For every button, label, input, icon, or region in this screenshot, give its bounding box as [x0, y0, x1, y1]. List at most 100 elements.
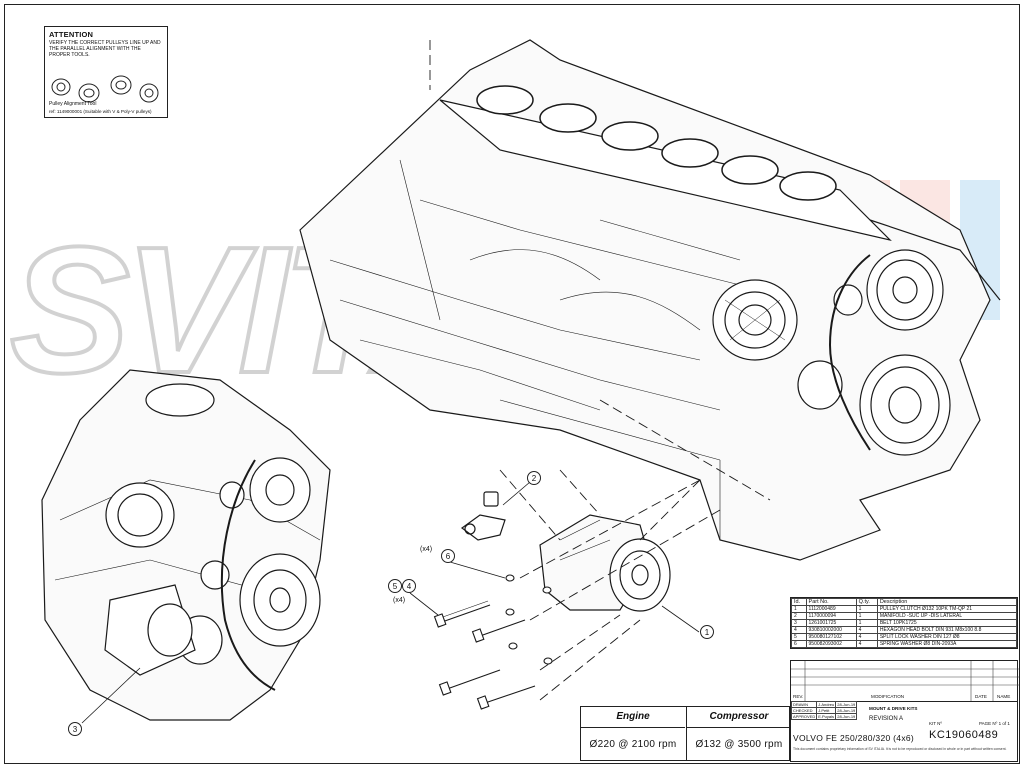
- washer: [543, 657, 553, 665]
- parts-header-id: Id.: [791, 598, 807, 606]
- part-qty: 1: [855, 605, 878, 613]
- revision-grid: [791, 661, 1019, 702]
- confidentiality-note: This document contains proprietary infor…: [793, 747, 1007, 751]
- part-description: BELT 10PK1725: [876, 619, 1018, 627]
- block-detail-lines: [329, 159, 761, 540]
- part-description: SPRING WASHER Ø8 DIN-2093A: [876, 640, 1018, 648]
- main-alternator: [712, 279, 798, 361]
- callout-3: 3: [68, 722, 82, 736]
- parts-header-row: Id. Part No. Q.ty. Description: [791, 598, 1018, 606]
- callout-1: 1: [700, 625, 714, 639]
- engine-value: Ø220 @ 2100 rpm: [589, 739, 677, 750]
- secondary-engine-view: [41, 369, 331, 721]
- bolt: [433, 600, 491, 628]
- alignment-tool-ref: ref: 1149000001 (Suitable with V & Poly-…: [49, 109, 152, 114]
- callout-4: 4: [402, 579, 416, 593]
- company-label: MOUNT & DRIVE KITS: [869, 706, 918, 711]
- callout-leaders: [81, 481, 700, 724]
- exploded-compressor: [539, 514, 671, 612]
- callout-6: 6: [441, 549, 455, 563]
- kit-label: KIT Nº: [929, 721, 943, 726]
- washer: [505, 608, 515, 616]
- compressor-value: Ø132 @ 3500 rpm: [695, 739, 783, 750]
- part-description: SPLIT LOCK WASHER DIN 127 Ø8: [876, 633, 1018, 641]
- main-pulleys: [797, 249, 951, 456]
- bolt: [438, 669, 501, 696]
- modification-label: MODIFICATION: [871, 694, 905, 699]
- part-number: 950080127102: [805, 633, 857, 641]
- part-id: 1: [791, 605, 807, 613]
- checked-date: 28-Jun-19: [835, 707, 858, 714]
- attention-body: VERIFY THE CORRECT PULLEYS LINE UP AND T…: [49, 40, 161, 58]
- sheet-border: [4, 4, 1020, 764]
- part-number: 930810002000: [805, 626, 857, 634]
- name-label: NAME: [997, 694, 1011, 699]
- washer: [508, 642, 518, 650]
- page-label: PAGE Nº 1 of 1: [979, 721, 1010, 726]
- alignment-tool-label: Pulley Alignment Tool: [49, 101, 97, 107]
- date-label: DATE: [975, 694, 987, 699]
- attention-title: ATTENTION: [49, 30, 94, 39]
- part-id: 4: [791, 626, 807, 634]
- approved-label: APPROVED: [790, 713, 818, 720]
- approved-name: E.Puyals: [816, 713, 837, 720]
- part-number: 1112000489: [805, 605, 857, 613]
- secondary-alternator: [105, 482, 175, 548]
- compressor-header: Compressor: [687, 707, 791, 728]
- exploded-bolts: [433, 574, 553, 710]
- part-qty: 1: [855, 619, 878, 627]
- callout-5: 5: [388, 579, 402, 593]
- attention-box: ATTENTION VERIFY THE CORRECT PULLEYS LIN…: [44, 26, 168, 118]
- part-id: 6: [791, 640, 807, 648]
- checked-label: CHECKED: [790, 707, 818, 714]
- engine-column: Engine Ø220 @ 2100 rpm: [581, 707, 685, 760]
- alignment-tool-illustration: [51, 75, 159, 103]
- drawn-date: 28-Jun-19: [835, 701, 858, 708]
- part-description: MANIFOLD -SUC UP -DIS LATERAL: [876, 612, 1018, 620]
- drawn-name: J.Andreu: [816, 701, 837, 708]
- part-id: 2: [791, 612, 807, 620]
- rev-label: REV.: [793, 694, 804, 699]
- compressor-column: Compressor Ø132 @ 3500 rpm: [686, 707, 791, 760]
- part-description: HEXAGON HEAD BOLT DIN 931 M8x100 8.8: [876, 626, 1018, 634]
- pulley-speed-table: Engine Ø220 @ 2100 rpm Compressor Ø132 @…: [580, 706, 791, 761]
- main-engine-block: [299, 39, 1001, 561]
- revision-grid-lines: [791, 661, 1019, 701]
- part-id: 5: [791, 633, 807, 641]
- part-id: 3: [791, 619, 807, 627]
- part-qty: 1: [855, 612, 878, 620]
- approved-date: 28-Jun-19: [835, 713, 858, 720]
- engine-header: Engine: [581, 707, 685, 728]
- parts-header-qty: Q.ty.: [855, 598, 878, 606]
- part-description: PULLEY CLUTCH Ø132 10PK TM-QP 21: [876, 605, 1018, 613]
- parts-header-partno: Part No.: [805, 598, 857, 606]
- part-qty: 4: [855, 626, 878, 634]
- bolt: [471, 619, 526, 643]
- washer: [505, 574, 515, 582]
- cylinder-bores: [476, 85, 837, 201]
- revision-label: REVISION A: [869, 716, 904, 722]
- secondary-compressor: [104, 584, 196, 676]
- assembly-dash-lines: [429, 40, 771, 701]
- kit-number: KC19060489: [929, 729, 999, 741]
- part-qty: 4: [855, 633, 878, 641]
- parts-header-description: Description: [876, 598, 1018, 606]
- washer: [542, 586, 552, 594]
- callout-2: 2: [527, 471, 541, 485]
- part-qty: 4: [855, 640, 878, 648]
- part-number: 1170000094: [805, 612, 857, 620]
- callout-qty-4: (x4): [393, 597, 406, 604]
